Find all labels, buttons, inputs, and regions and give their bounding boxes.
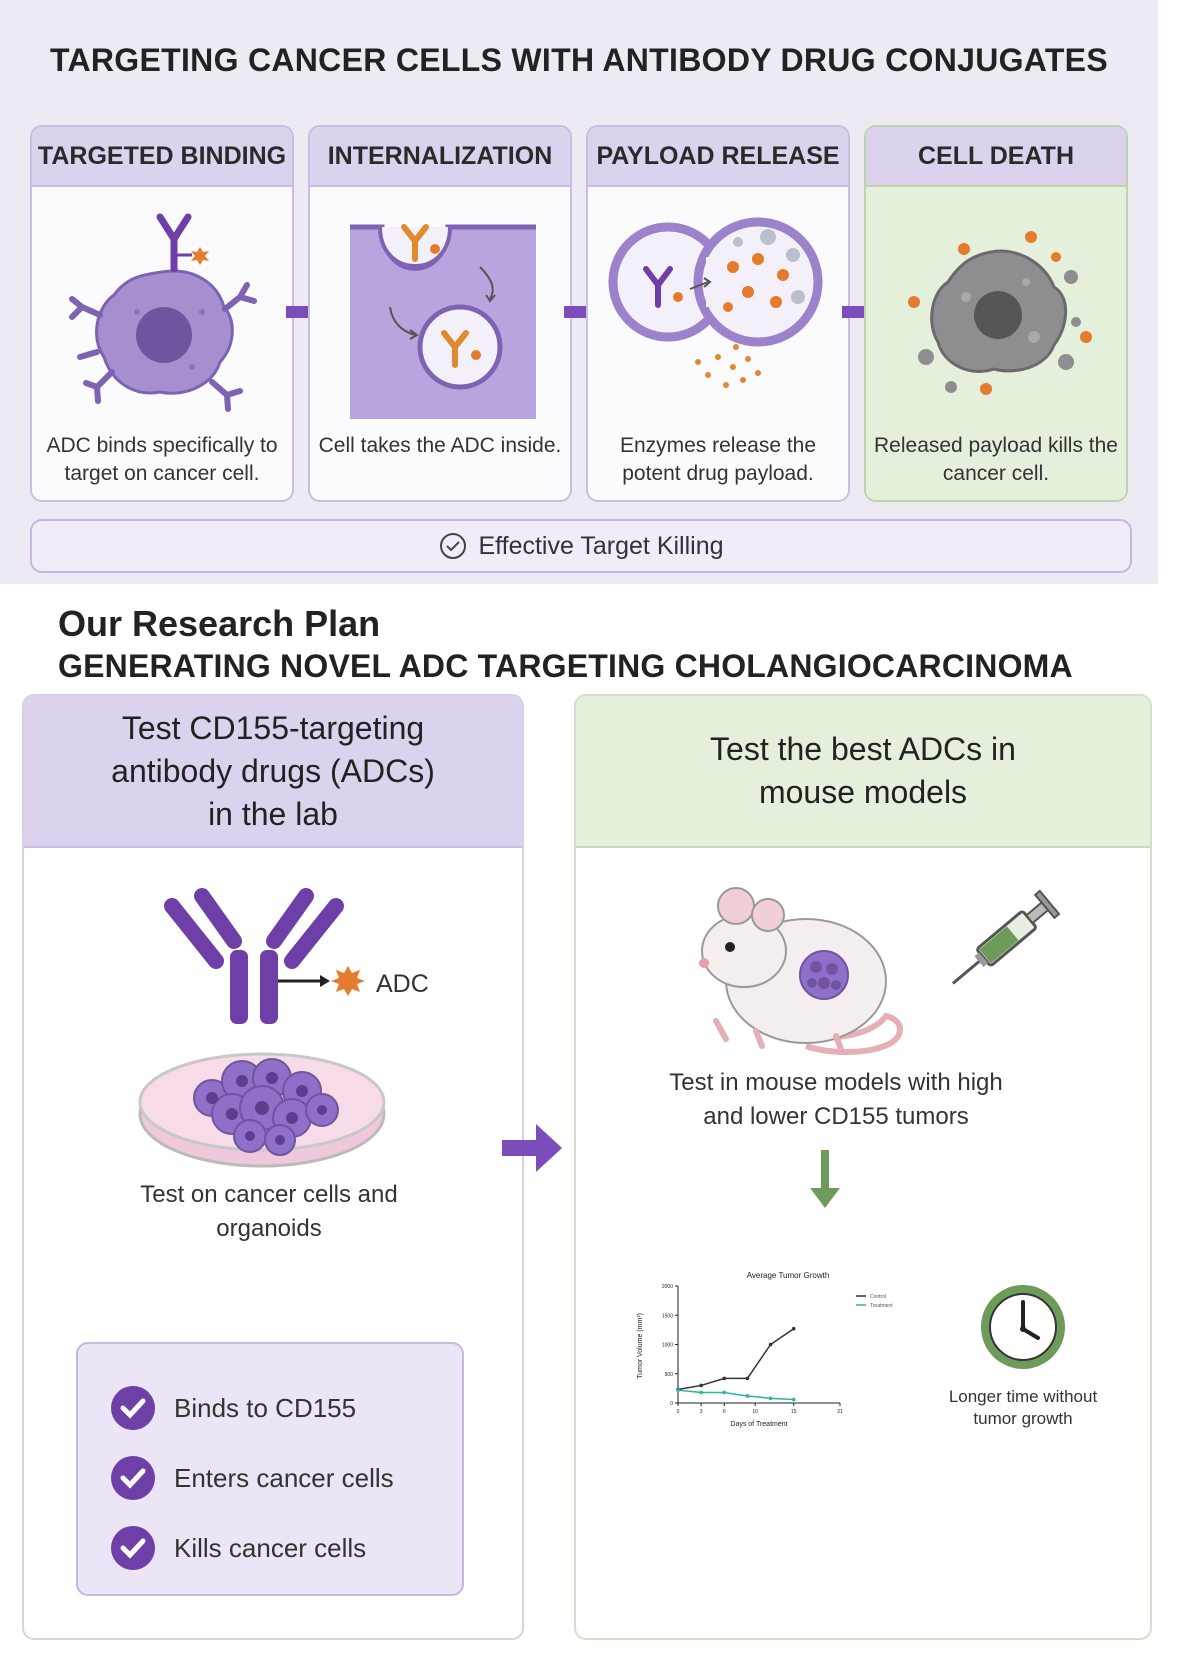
down-arrow-icon — [810, 1150, 840, 1208]
x-tick-label: 6 — [723, 1409, 726, 1415]
check-circle-icon — [111, 1456, 155, 1500]
mouse-caption: Test in mouse models with high and lower… — [669, 1069, 1003, 1130]
chart-title: Average Tumor Growth — [747, 1271, 830, 1280]
checklist: Binds to CD155 Enters cancer cells Kills… — [76, 1342, 464, 1596]
dish-caption: Test on cancer cells and organoids — [140, 1181, 398, 1242]
clock-icon — [981, 1285, 1065, 1369]
series-line — [677, 1328, 795, 1391]
main-title: TARGETING CANCER CELLS WITH ANTIBODY DRU… — [50, 42, 1108, 78]
checklist-label: Kills cancer cells — [174, 1532, 367, 1563]
effective-killing-banner: Effective Target Killing — [30, 519, 1132, 573]
x-tick-label: 3 — [700, 1409, 703, 1415]
step-caption: Released payload kills the cancer cell. — [874, 434, 1118, 485]
step-heading: INTERNALIZATION — [310, 127, 570, 187]
data-point — [745, 1394, 750, 1398]
step-internalization: INTERNALIZATION Cell takes the ADC insid… — [308, 125, 572, 502]
tumor-growth-chart: Average Tumor Growth Tumor Volume (mm³) … — [637, 1271, 893, 1428]
mouse-panel-heading-text: Test the best ADCs in mouse models — [710, 731, 1016, 810]
x-tick-label: 0 — [677, 1409, 680, 1415]
y-tick-label: 500 — [665, 1372, 674, 1378]
step-heading: PAYLOAD RELEASE — [588, 127, 848, 187]
step-payload-release: PAYLOAD RELEASE Enzymes release the pote… — [586, 125, 850, 502]
syringe-icon — [951, 889, 1061, 985]
data-point — [791, 1397, 796, 1402]
step-caption: Cell takes the ADC inside. — [318, 434, 562, 457]
y-tick-label: 1500 — [662, 1313, 673, 1319]
step-heading: TARGETED BINDING — [32, 127, 292, 187]
checklist-label: Binds to CD155 — [174, 1392, 357, 1423]
x-tick-label: 10 — [752, 1409, 758, 1415]
check-circle-icon — [111, 1386, 155, 1430]
petri-dish-icon — [138, 1052, 386, 1168]
internalization-illustration — [350, 224, 536, 419]
data-point — [768, 1342, 773, 1347]
check-circle-icon — [440, 533, 467, 559]
y-tick-label: 2000 — [662, 1284, 673, 1290]
checklist-item: Enters cancer cells — [110, 1454, 394, 1502]
checklist-label: Enters cancer cells — [174, 1462, 394, 1493]
summary-label: Effective Target Killing — [478, 531, 724, 560]
data-point — [722, 1376, 727, 1381]
data-point — [699, 1390, 703, 1395]
right-arrow-icon — [502, 1124, 562, 1172]
check-circle-icon — [111, 1526, 155, 1570]
adc-label: ADC — [376, 970, 429, 998]
step-caption: ADC binds specifically to target on canc… — [46, 434, 278, 485]
data-point — [745, 1376, 750, 1381]
lab-panel-heading-text: Test CD155-targeting antibody drugs (ADC… — [111, 709, 435, 832]
chart-ylabel: Tumor Volume (mm³) — [637, 1313, 644, 1379]
mouse-panel-heading: Test the best ADCs in mouse models — [576, 696, 1150, 848]
plan-title: Our Research Plan — [58, 603, 381, 644]
dead-cell-illustration — [908, 231, 1092, 395]
checklist-item: Binds to CD155 — [110, 1384, 356, 1432]
data-point — [768, 1396, 773, 1401]
cancer-cell-binding-illustration — [69, 213, 257, 412]
plan-subtitle: GENERATING NOVEL ADC TARGETING CHOLANGIO… — [58, 648, 1073, 684]
data-point — [791, 1326, 796, 1331]
x-tick-label: 21 — [837, 1409, 843, 1415]
legend-label: Treatment — [870, 1303, 893, 1309]
chart-xlabel: Days of Treatment — [730, 1421, 787, 1428]
y-tick-label: 1000 — [662, 1343, 673, 1349]
clock-caption: Longer time without tumor growth — [948, 1387, 1098, 1428]
series-line — [677, 1389, 794, 1401]
data-point — [699, 1383, 703, 1388]
x-tick-label: 15 — [791, 1409, 797, 1415]
step-caption: Enzymes release the potent drug payload. — [619, 434, 817, 485]
step-targeted-binding: TARGETED BINDING ADC binds specifically … — [30, 125, 294, 502]
step-cell-death: CELL DEATH Released payload kills the ca… — [864, 125, 1128, 502]
mouse-icon — [699, 887, 903, 1055]
data-point — [722, 1390, 727, 1395]
checklist-item: Kills cancer cells — [110, 1524, 366, 1572]
step-heading: CELL DEATH — [866, 127, 1126, 187]
lab-panel-heading: Test CD155-targeting antibody drugs (ADC… — [24, 696, 522, 848]
antibody-drug-icon — [164, 888, 365, 1024]
mouse-model-panel: Test the best ADCs in mouse models Test … — [574, 694, 1152, 1640]
legend-label: Control — [870, 1294, 886, 1300]
lab-testing-panel: Test CD155-targeting antibody drugs (ADC… — [22, 694, 524, 1640]
y-tick-label: 0 — [670, 1401, 673, 1407]
payload-release-illustration — [608, 217, 823, 388]
data-point — [676, 1388, 680, 1392]
